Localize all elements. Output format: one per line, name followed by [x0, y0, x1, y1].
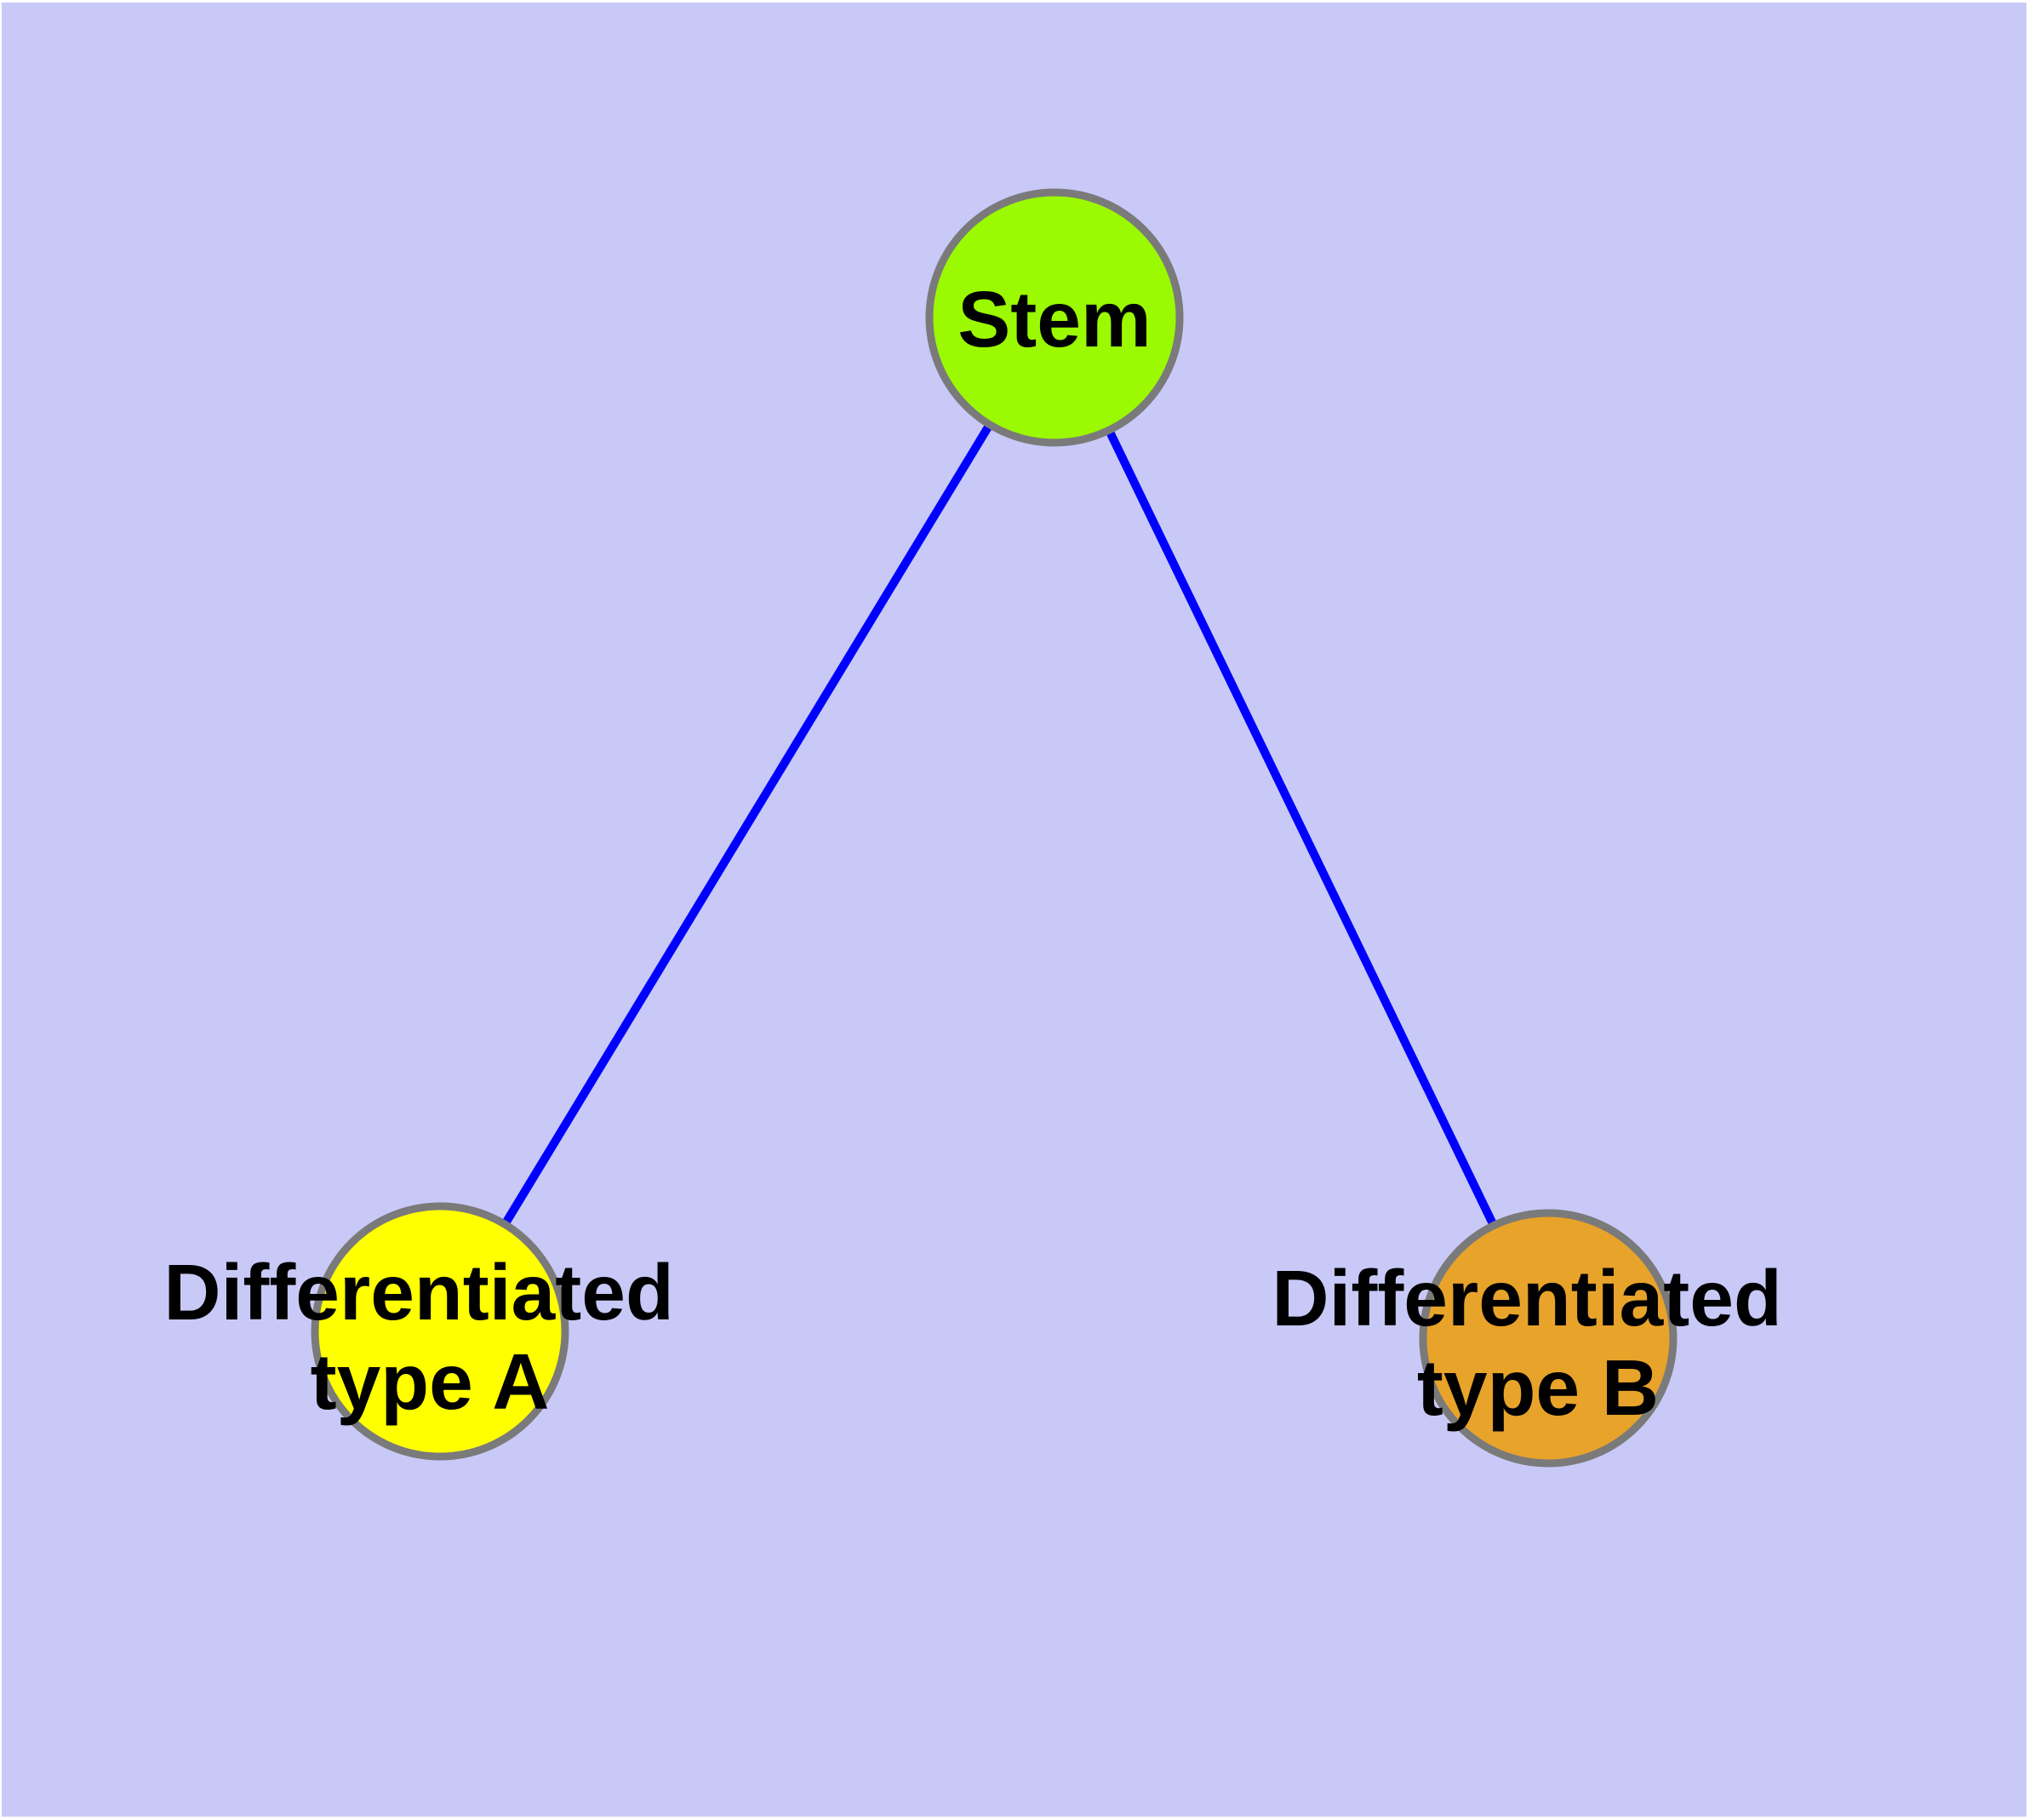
node-stem — [925, 188, 1184, 447]
node-differentiated-type-a — [311, 1202, 569, 1461]
node-differentiated-type-b — [1419, 1209, 1677, 1468]
node-type-b-label-line2: type B — [1417, 1343, 1659, 1432]
node-type-a-label-line2: type A — [311, 1337, 550, 1426]
edge-stem-to-type-b — [1050, 315, 1552, 1341]
label-layer: Stem Differentiated type A Differentiate… — [163, 275, 1803, 1432]
node-type-b-label: Differentiated type B — [1272, 1254, 1803, 1432]
edge-stem-to-type-a — [436, 315, 1059, 1334]
node-type-a-label-line1: Differentiated — [163, 1248, 673, 1336]
node-type-a-label: Differentiated type A — [163, 1248, 695, 1426]
node-layer — [311, 188, 1677, 1468]
edge-layer — [436, 315, 1552, 1341]
node-stem-label: Stem — [957, 275, 1151, 363]
node-type-b-label-line1: Differentiated — [1272, 1254, 1781, 1342]
